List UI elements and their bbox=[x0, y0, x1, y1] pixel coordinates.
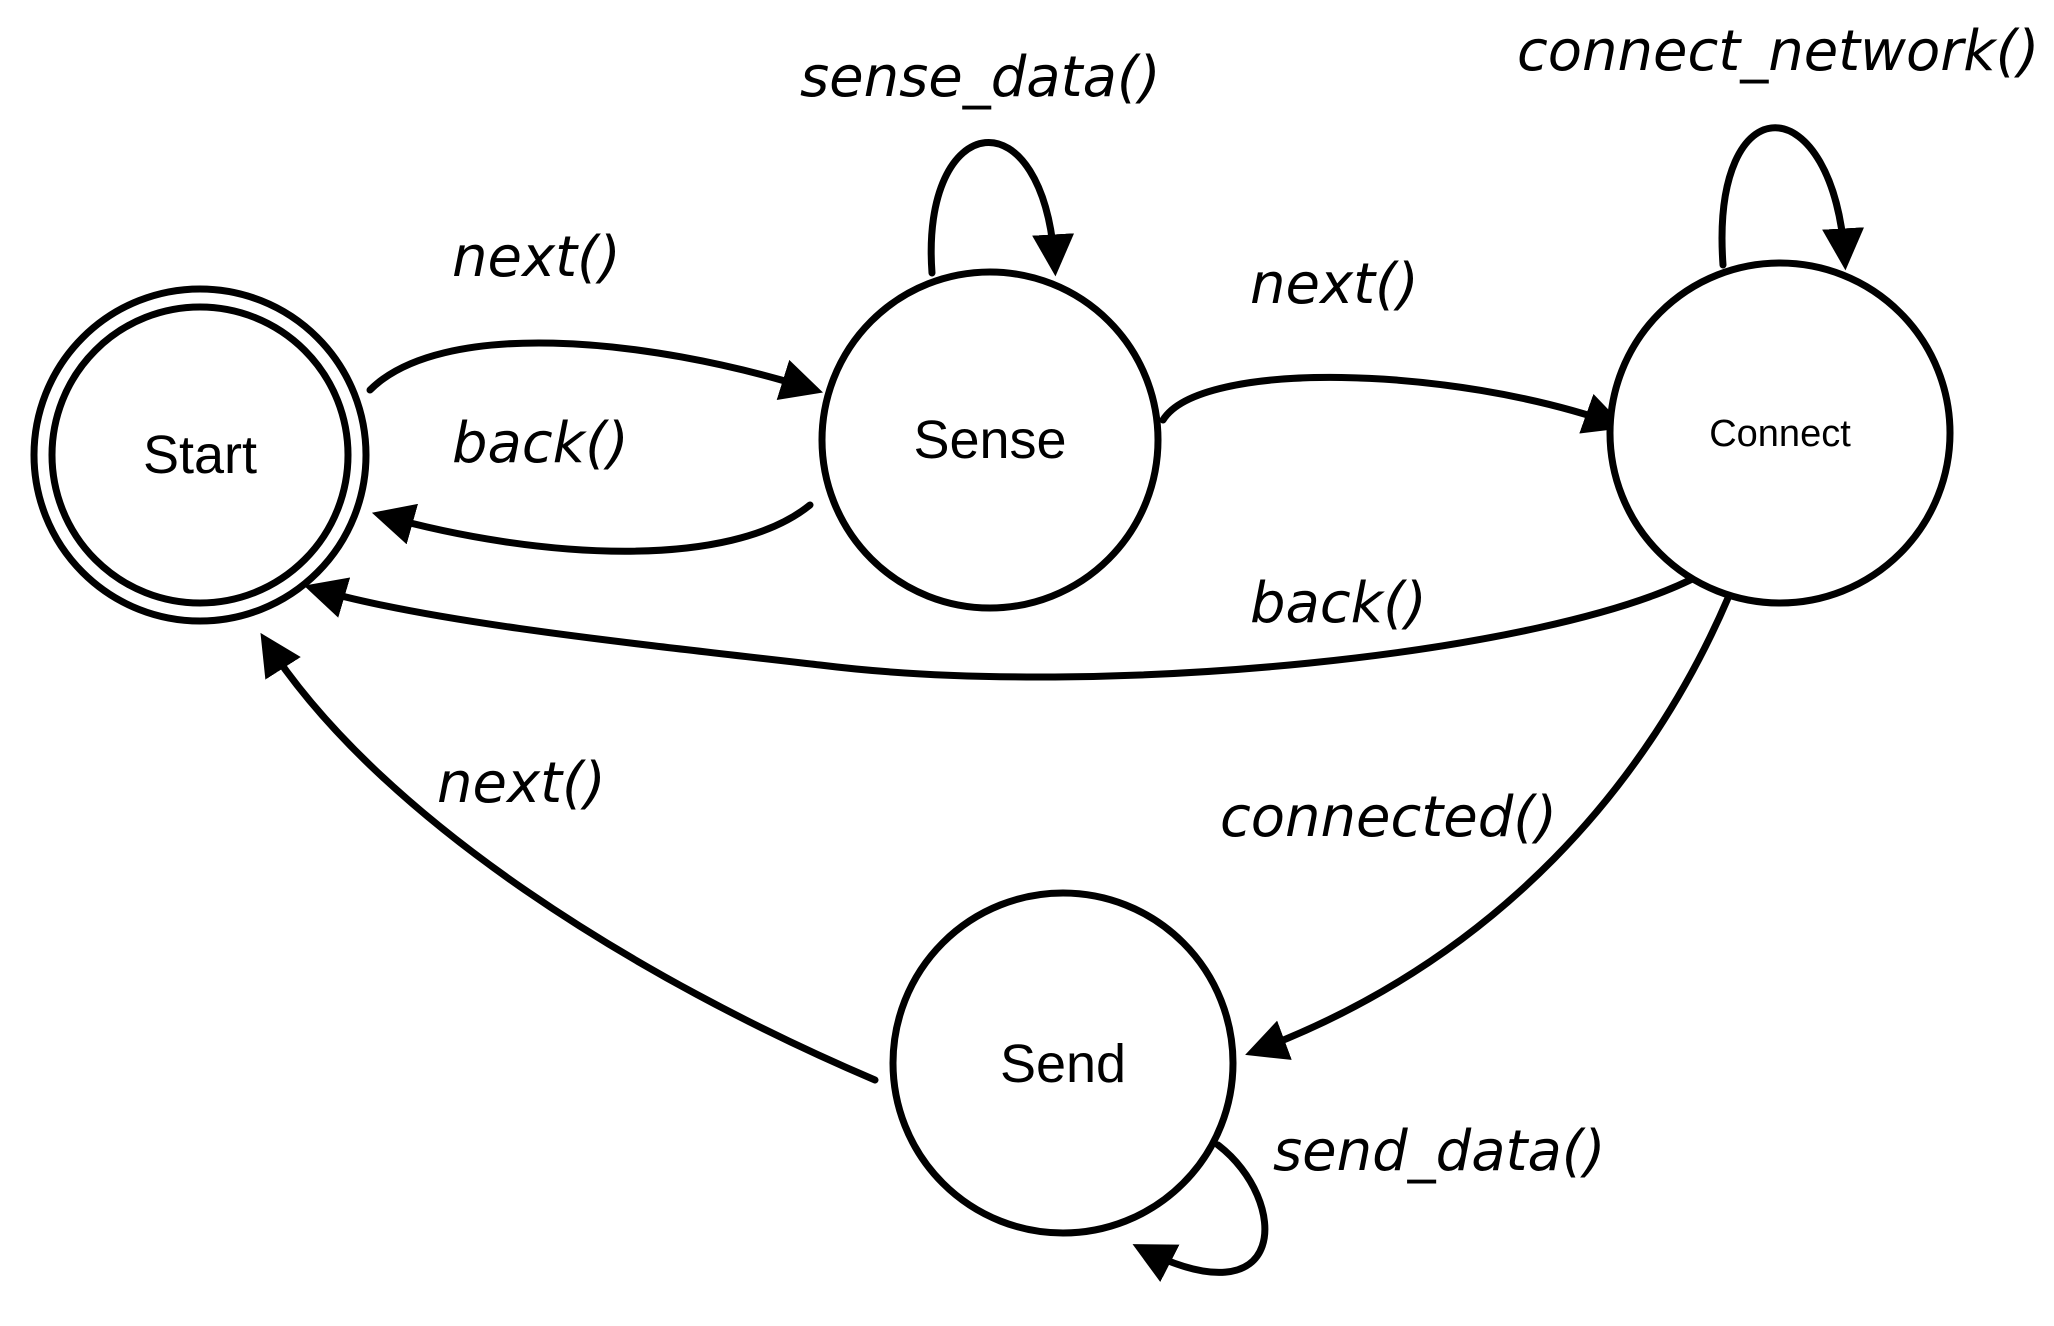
state-sense-circle bbox=[818, 268, 1162, 612]
edge-connect-to-start bbox=[303, 571, 1704, 681]
state-connect-circle bbox=[1606, 259, 1954, 607]
state-connect[interactable]: Connect bbox=[1606, 259, 1954, 607]
state-start-label: Start bbox=[143, 425, 257, 485]
state-sense[interactable]: Sense bbox=[818, 268, 1162, 612]
state-send-circle bbox=[889, 889, 1237, 1237]
state-send[interactable]: Send bbox=[889, 889, 1237, 1237]
state-send-label: Send bbox=[1000, 1034, 1126, 1094]
state-start-inner-ring bbox=[48, 303, 352, 607]
label-send-self-loop: send_data() bbox=[1273, 1119, 1606, 1184]
edge-sense-to-connect bbox=[1159, 373, 1626, 434]
edge-sense-to-start bbox=[371, 501, 814, 555]
edge-sense-self-loop bbox=[927, 139, 1075, 277]
edge-send-to-start bbox=[260, 632, 879, 1084]
label-start-to-sense: next() bbox=[452, 225, 621, 290]
label-send-to-start: next() bbox=[437, 751, 606, 816]
label-sense-self-loop: sense_data() bbox=[800, 45, 1161, 110]
label-connect-to-send: connected() bbox=[1220, 785, 1557, 850]
edge-connect-self-loop bbox=[1718, 124, 1865, 271]
state-connect-label: Connect bbox=[1709, 413, 1851, 455]
label-connect-self-loop: connect_network() bbox=[1517, 19, 2039, 84]
edge-connect-to-send bbox=[1245, 594, 1732, 1060]
label-connect-to-start: back() bbox=[1250, 571, 1427, 636]
state-sense-label: Sense bbox=[913, 410, 1066, 470]
edge-start-to-sense bbox=[366, 339, 824, 400]
label-sense-to-connect: next() bbox=[1250, 252, 1419, 317]
label-sense-to-start: back() bbox=[452, 411, 629, 476]
edge-send-self-loop bbox=[1132, 1141, 1269, 1283]
state-start[interactable]: Start bbox=[30, 285, 370, 625]
